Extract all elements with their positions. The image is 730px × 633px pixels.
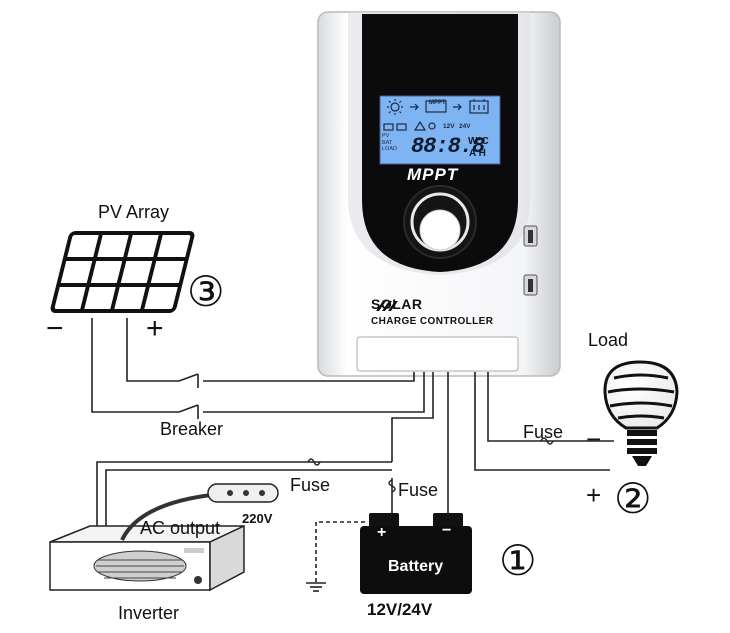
- charge-controller: [317, 11, 561, 377]
- marker-pv: ③: [187, 268, 225, 315]
- inverter-icon: [49, 524, 245, 592]
- solar-panel-icon: [50, 231, 195, 313]
- fuse-inverter-label: Fuse: [290, 475, 331, 495]
- fuse-icon: [307, 458, 321, 466]
- marker-load: ②: [614, 475, 652, 522]
- load-minus-label: −: [586, 424, 602, 454]
- lcd-units-bottom: A H: [469, 148, 486, 159]
- brand-logo-icon: [376, 301, 398, 311]
- fuse-icon: [540, 437, 554, 445]
- brand-subtitle: CHARGE CONTROLLER: [371, 316, 494, 327]
- load-label: Load: [588, 330, 629, 350]
- lcd-mppt-tag: MPPT: [429, 100, 446, 106]
- battery-minus-label: −: [442, 522, 452, 539]
- breaker-label: Breaker: [160, 419, 224, 439]
- ac-voltage-label: 220V: [242, 511, 273, 526]
- terminal-cover: [356, 336, 519, 372]
- lcd-icons: [383, 99, 489, 131]
- light-bulb-icon: [603, 360, 679, 466]
- inverter-label: Inverter: [118, 603, 180, 623]
- usb-port-icon: [523, 225, 538, 247]
- power-socket-icon: [120, 483, 279, 541]
- fuse-load-label: Fuse: [523, 422, 564, 442]
- lcd-row-pv: PV: [382, 133, 390, 139]
- brand-title: SOLAR: [371, 296, 423, 312]
- lcd-volt-12: 12V: [443, 123, 455, 130]
- load-plus-label: +: [586, 480, 602, 510]
- pv-array-label: PV Array: [98, 202, 170, 222]
- battery-label: Battery: [388, 558, 444, 575]
- pv-minus-label: −: [46, 312, 64, 345]
- lcd-volt-24: 24V: [459, 123, 471, 130]
- wiring: [91, 318, 614, 592]
- ac-output-label: AC output: [140, 518, 221, 538]
- lcd-row-bat: BAT: [382, 139, 393, 146]
- pv-plus-label: +: [146, 312, 164, 345]
- lcd-row-load: LOAD: [382, 146, 397, 152]
- fuse-battery-label: Fuse: [398, 480, 439, 500]
- lcd-row-labels: PV BAT LOAD: [382, 133, 397, 153]
- fuse-icon: [388, 479, 396, 493]
- battery-plus-label: +: [377, 524, 387, 541]
- battery-icon: [360, 513, 472, 594]
- lcd-digits-readout: 88:8.8: [411, 134, 485, 159]
- controller-knob[interactable]: [403, 185, 477, 259]
- battery-voltage-label: 12V/24V: [367, 600, 433, 619]
- usb-port-icon: [523, 274, 538, 296]
- mppt-label: MPPT: [407, 165, 459, 184]
- marker-battery: ①: [499, 537, 537, 584]
- lcd-units-top: W°C: [468, 136, 489, 147]
